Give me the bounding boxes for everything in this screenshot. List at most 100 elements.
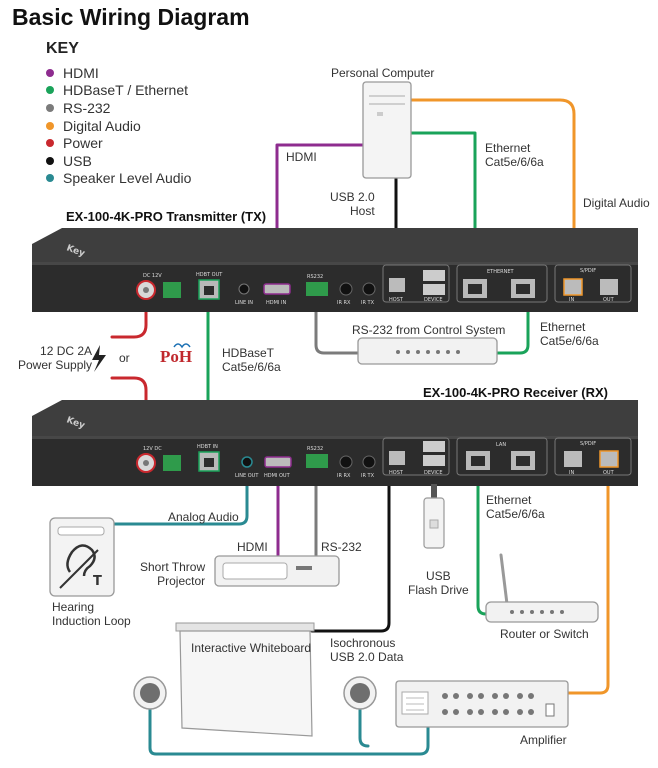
tx-port-label-host: HOST xyxy=(389,297,404,303)
tx-port-label-line-in: LINE IN xyxy=(235,300,253,306)
rx-port-label-device: DEVICE xyxy=(424,470,443,476)
ethernet-cable-rx xyxy=(476,468,488,616)
flash-drive-label: USB Flash Drive xyxy=(408,569,469,597)
whiteboard-label: Interactive Whiteboard xyxy=(191,641,312,655)
hdmi-tx-label: HDMI xyxy=(286,150,317,164)
rx-port-label-lan: LAN xyxy=(496,442,506,448)
tx-port-label-hdmi-in: HDMI IN xyxy=(266,300,286,306)
hearing-loop-device: T xyxy=(49,517,115,597)
key-label: Speaker Level Audio xyxy=(63,170,192,187)
power-cable-tx xyxy=(110,288,148,339)
rx-port-label-in: IN xyxy=(569,470,574,476)
analog-audio-label: Analog Audio xyxy=(168,510,239,524)
amplifier-device xyxy=(395,680,569,728)
key-item-hdbaset: HDBaseT / Ethernet xyxy=(46,82,191,100)
key-item-hdmi: HDMI xyxy=(46,64,191,82)
tx-port-label-device: DEVICE xyxy=(424,297,443,303)
power-color-dot xyxy=(46,139,54,148)
key-item-speaker-audio: Speaker Level Audio xyxy=(46,170,191,188)
tx-port-label-hdbt: HDBT OUT xyxy=(196,272,223,278)
poh-wave-icon xyxy=(173,343,191,349)
ethernet-cable-tx xyxy=(495,290,530,355)
digital-audio-color-dot xyxy=(46,121,54,130)
tx-port-label-in: IN xyxy=(569,297,574,303)
receiver-device: Key 12V DC HDBT IN LINE OUT HDMI OUT RS2… xyxy=(32,400,638,486)
ethernet-tx-label: Ethernet Cat5e/6/6a xyxy=(540,320,599,348)
key-heading: KEY xyxy=(46,40,79,57)
rx-port-label-host: HOST xyxy=(389,470,404,476)
router-device xyxy=(485,553,599,623)
tx-port-label-out: OUT xyxy=(603,297,615,303)
hdbaset-color-dot xyxy=(46,86,54,95)
personal-computer xyxy=(362,81,412,179)
computer-label: Personal Computer xyxy=(331,66,435,80)
rx-port-label-ir-rx: IR RX xyxy=(337,473,351,479)
ethernet-rx-label: Ethernet Cat5e/6/6a xyxy=(486,493,545,521)
usb-color-dot xyxy=(46,156,54,165)
speaker-cable-left xyxy=(148,705,430,756)
key-label: USB xyxy=(63,152,92,169)
transmitter-title: EX-100-4K-PRO Transmitter (TX) xyxy=(66,209,267,224)
rs232-cable-tx xyxy=(314,290,360,355)
svg-text:T: T xyxy=(93,574,102,589)
power-cable-rx xyxy=(110,376,148,454)
tx-port-label-ir-tx: IR TX xyxy=(361,300,375,306)
key-item-power: Power xyxy=(46,134,191,152)
digital-audio-cable-tx xyxy=(408,98,576,280)
flash-drive xyxy=(423,484,445,549)
projector-label: Short Throw Projector xyxy=(140,560,206,588)
digital-audio-cable-rx xyxy=(566,468,610,695)
or-label: or xyxy=(119,351,130,365)
rx-port-label-out: OUT xyxy=(603,470,615,476)
amplifier-label: Amplifier xyxy=(520,733,567,747)
key-label: Digital Audio xyxy=(63,117,141,134)
tx-port-label-rs232: RS232 xyxy=(307,274,323,280)
power-supply-label: 12 DC 2A Power Supply xyxy=(18,344,93,372)
router-label: Router or Switch xyxy=(500,627,589,641)
rs232-rx-label: RS-232 xyxy=(321,540,362,554)
usb-host-label: USB 2.0 Host xyxy=(330,190,375,218)
tx-port-label-spdif: S/PDIF xyxy=(580,268,596,274)
speaker-cable-right xyxy=(358,705,370,748)
rx-port-label-ir-tx: IR TX xyxy=(361,473,375,479)
tx-port-label-ethernet: ETHERNET xyxy=(487,269,515,275)
rx-port-label-hdmi-out: HDMI OUT xyxy=(264,473,291,479)
hdmi-rx-label: HDMI xyxy=(237,540,268,554)
rs232-color-dot xyxy=(46,103,54,112)
hearing-ear-icon xyxy=(66,544,96,577)
poh-logo: PoH xyxy=(160,347,193,366)
rx-port-label-dc: 12V DC xyxy=(143,446,162,452)
page-title: Basic Wiring Diagram xyxy=(12,4,250,30)
lightning-icon xyxy=(92,345,106,372)
speaker-audio-color-dot xyxy=(46,174,54,183)
receiver-title: EX-100-4K-PRO Receiver (RX) xyxy=(423,385,608,400)
control-system-label: RS-232 from Control System xyxy=(352,323,506,337)
rx-port-label-hdbt: HDBT IN xyxy=(197,444,218,450)
control-system xyxy=(357,337,498,365)
hearing-loop-label: Hearing Induction Loop xyxy=(52,600,131,628)
key-label: RS-232 xyxy=(63,99,111,116)
digital-audio-label: Digital Audio xyxy=(583,196,650,210)
projector-device xyxy=(214,555,340,587)
tx-port-label-ir-rx: IR RX xyxy=(337,300,351,306)
key-item-rs232: RS-232 xyxy=(46,99,191,117)
key-label: Power xyxy=(63,135,103,152)
hdbaset-label: HDBaseT Cat5e/6/6a xyxy=(222,346,281,374)
key-label: HDBaseT / Ethernet xyxy=(63,82,189,99)
tx-port-label-dc: DC 12V xyxy=(143,273,162,279)
usb-cable-rx xyxy=(310,462,391,633)
ethernet-pc-label: Ethernet Cat5e/6/6a xyxy=(485,141,544,169)
speaker-left xyxy=(133,676,167,710)
transmitter-device: Key DC 12V HDBT OUT LINE IN H xyxy=(32,228,638,312)
rx-port-label-line-out: LINE OUT xyxy=(235,473,259,479)
hdmi-color-dot xyxy=(46,68,54,77)
key-label: HDMI xyxy=(63,64,99,81)
rx-port-label-spdif: S/PDIF xyxy=(580,441,596,447)
speaker-right xyxy=(343,676,377,710)
key-item-usb: USB xyxy=(46,152,191,170)
whiteboard-device xyxy=(175,622,315,737)
key-item-digital-audio: Digital Audio xyxy=(46,117,191,135)
isochronous-label: Isochronous USB 2.0 Data xyxy=(330,636,404,664)
rx-port-label-rs232: RS232 xyxy=(307,446,323,452)
